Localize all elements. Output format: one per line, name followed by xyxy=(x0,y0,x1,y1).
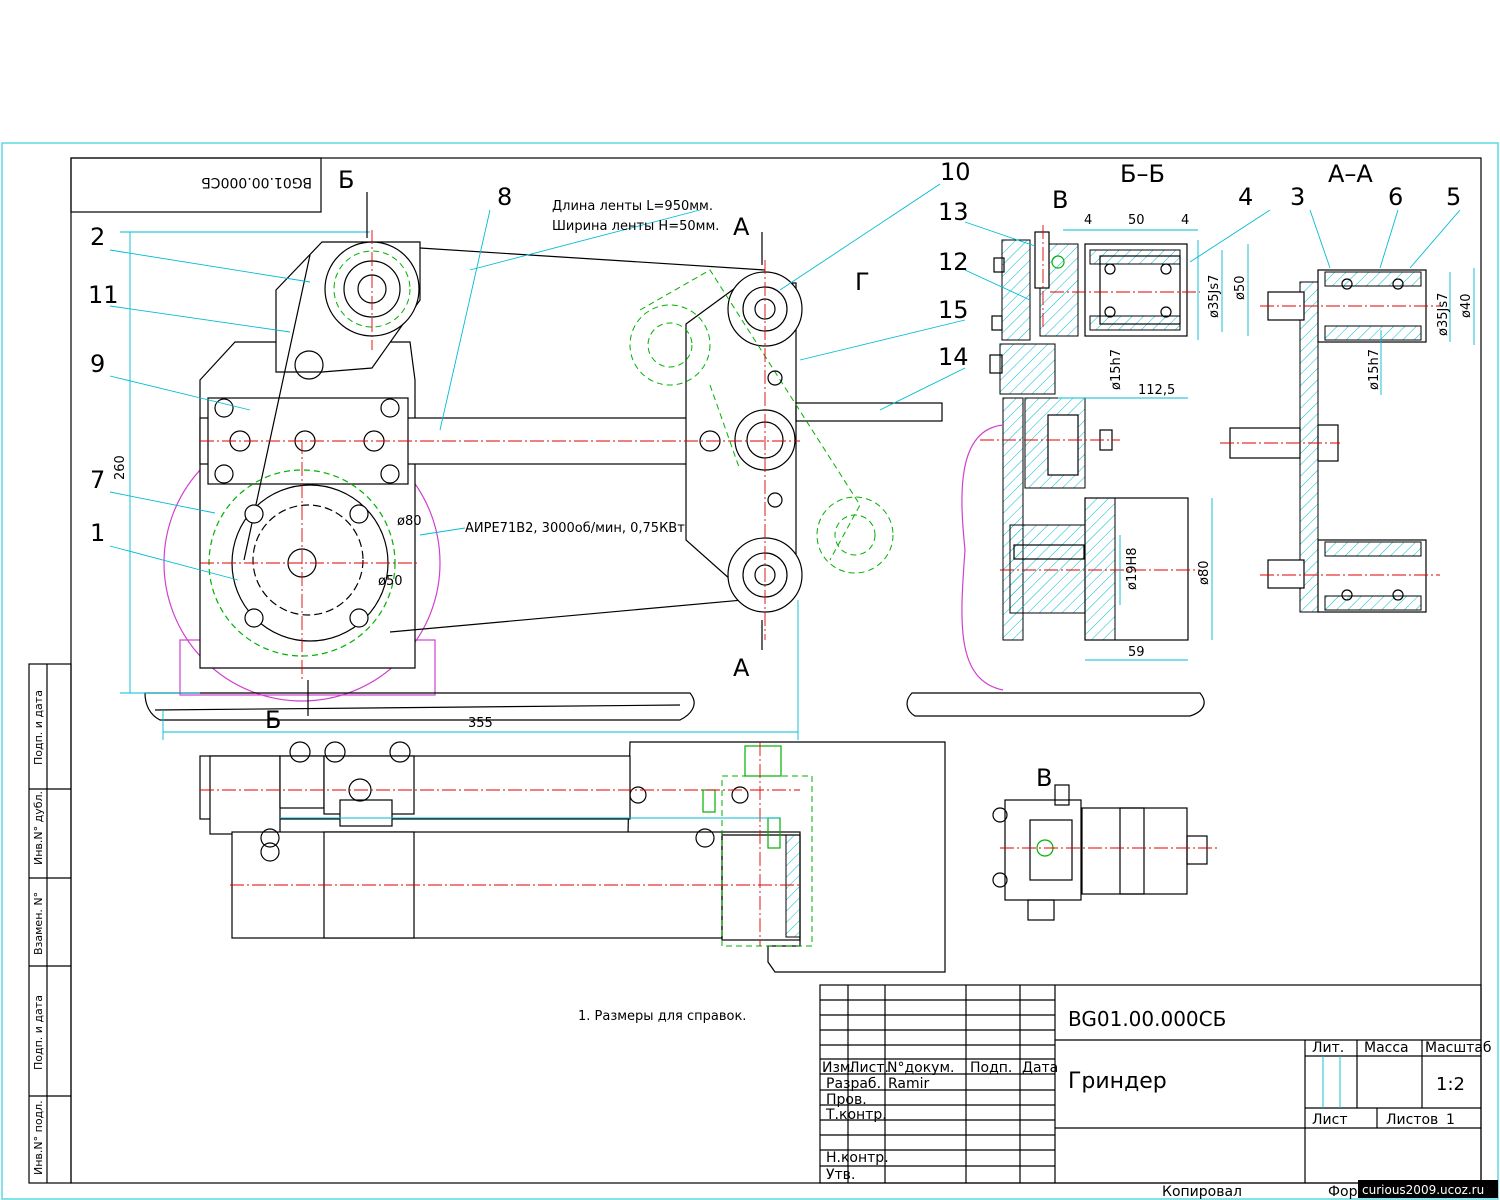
tb-sheet: Лист xyxy=(1312,1112,1347,1128)
tb-scale-value: 1:2 xyxy=(1436,1074,1465,1095)
tb-sheets-total: 1 xyxy=(1446,1112,1455,1128)
tb-row-approved: Утв. xyxy=(826,1167,855,1183)
mirrored-code: BG01.00.000СБ xyxy=(201,174,312,190)
view-title-v: В xyxy=(1036,764,1052,792)
tb-header-izm: Изм. xyxy=(822,1060,855,1076)
dim-59: 59 xyxy=(1128,645,1145,660)
watermark-bg xyxy=(1358,1180,1498,1198)
outer-trim-frame xyxy=(1,142,1499,1200)
section-title-bb: Б–Б xyxy=(1120,160,1165,188)
dim-355: 355 xyxy=(468,716,493,731)
tb-header-date: Дата xyxy=(1022,1060,1058,1076)
position-number-15: 15 xyxy=(938,296,969,324)
side-stamp-4: Подп. и дата xyxy=(32,995,45,1070)
position-number-3: 3 xyxy=(1290,183,1305,211)
belt-length-note: Длина ленты L=950мм. xyxy=(552,199,713,214)
section-mark-a-top: А xyxy=(733,213,750,241)
tb-sheets: Листов xyxy=(1386,1112,1438,1128)
belt-width-note: Ширина ленты H=50мм. xyxy=(552,219,719,234)
side-stamp-5: Инв.N° подл. xyxy=(32,1100,45,1175)
main-view xyxy=(109,183,943,740)
side-stamp-3: Взамен. N° xyxy=(32,892,45,955)
drawing-title: Гриндер xyxy=(1068,1069,1167,1094)
dim-50-width: 50 xyxy=(1128,213,1145,228)
dim-260: 260 xyxy=(113,455,128,480)
tb-row-checked: Пров. xyxy=(826,1092,867,1108)
tb-developer-name: Ramir xyxy=(888,1076,930,1092)
view-mark-v-bb: В xyxy=(1052,186,1068,214)
dim-d50-bb: ø50 xyxy=(1233,276,1248,301)
tb-scale-label: Масштаб xyxy=(1425,1040,1492,1056)
tb-row-tcontrol: Т.контр. xyxy=(825,1107,887,1123)
position-number-8: 8 xyxy=(497,183,512,211)
tb-mass: Масса xyxy=(1364,1040,1409,1056)
code-box-mirrored xyxy=(70,157,322,213)
tb-lit: Лит. xyxy=(1312,1040,1344,1056)
view-v xyxy=(992,784,1220,921)
position-number-2: 2 xyxy=(90,223,105,251)
bolts xyxy=(214,350,783,628)
title-block xyxy=(819,984,1482,1184)
position-number-14: 14 xyxy=(938,343,969,371)
view-mark-g-main: Г xyxy=(855,268,870,296)
position-number-5: 5 xyxy=(1446,183,1461,211)
section-aa xyxy=(1220,209,1475,613)
dim-4-left: 4 xyxy=(1084,213,1092,228)
dim-d50: ø50 xyxy=(378,574,403,589)
position-number-1: 1 xyxy=(90,519,105,547)
copied-label: Копировал xyxy=(1162,1184,1242,1200)
tb-header-sign: Подп. xyxy=(970,1060,1012,1076)
tb-header-list: Лист. xyxy=(849,1060,889,1076)
position-number-11: 11 xyxy=(88,281,119,309)
dim-4-right: 4 xyxy=(1181,213,1189,228)
side-stamp-1: Подп. и дата xyxy=(32,690,45,765)
drawing-code: BG01.00.000СБ xyxy=(1068,1007,1226,1031)
side-stamp: Подп. и дата Инв.N° дубл. Взамен. N° Под… xyxy=(28,663,72,1184)
position-number-7: 7 xyxy=(90,466,105,494)
position-number-13: 13 xyxy=(938,198,969,226)
tb-header-doc: N°докум. xyxy=(887,1060,954,1076)
side-stamp-2: Инв.N° дубл. xyxy=(32,791,45,865)
plan-view xyxy=(199,741,946,973)
dim-d40: ø40 xyxy=(1459,294,1474,319)
section-mark-a-bottom: А xyxy=(733,654,750,682)
position-number-10: 10 xyxy=(940,158,971,186)
dim-d19h8: ø19H8 xyxy=(1125,547,1140,590)
watermark: curious2009.ucoz.ru xyxy=(1362,1183,1484,1197)
section-title-aa: А–А xyxy=(1328,160,1373,188)
dim-d15h7: ø15h7 xyxy=(1109,349,1124,390)
dim-d15h7-aa: ø15h7 xyxy=(1367,349,1382,390)
section-mark-b-top: Б xyxy=(338,166,354,194)
motor-note: АИРЕ71В2, 3000об/мин, 0,75КВт xyxy=(465,521,685,536)
position-number-9: 9 xyxy=(90,350,105,378)
section-mark-b-bottom: Б xyxy=(265,706,281,734)
dim-d80: ø80 xyxy=(397,514,422,529)
dim-d35js7: ø35Js7 xyxy=(1207,275,1222,318)
dim-d35js7-aa: ø35Js7 xyxy=(1436,293,1451,336)
position-number-6: 6 xyxy=(1388,183,1403,211)
dim-d80-bb: ø80 xyxy=(1197,561,1212,586)
section-bb xyxy=(799,209,1271,717)
reference-note: 1. Размеры для справок. xyxy=(578,1009,746,1024)
position-number-12: 12 xyxy=(938,248,969,276)
position-number-4: 4 xyxy=(1238,183,1253,211)
tb-row-developer: Разраб. xyxy=(826,1076,881,1092)
dim-112-5: 112,5 xyxy=(1138,383,1175,398)
tb-row-ncontrol: Н.контр. xyxy=(826,1150,889,1166)
